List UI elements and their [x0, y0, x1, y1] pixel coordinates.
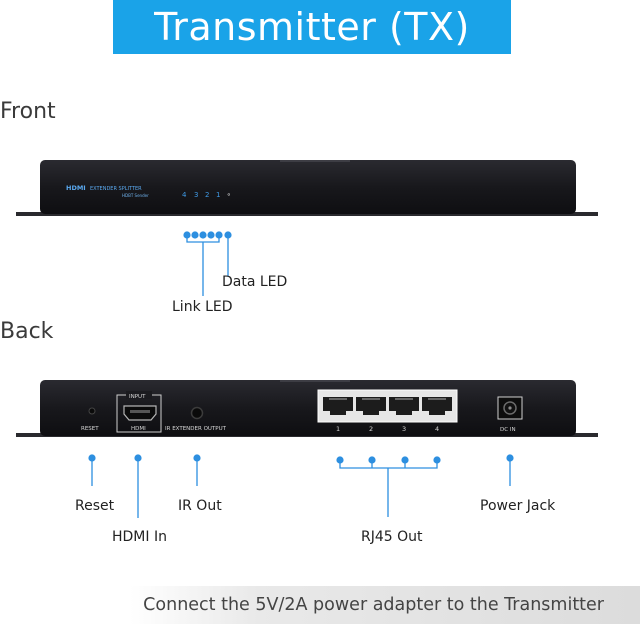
rj45-dot-2: [368, 456, 376, 464]
dc-port-label: DC IN: [500, 427, 516, 433]
footer-instruction: Connect the 5V/2A power adapter to the T…: [143, 595, 604, 615]
hdmi-input-tag: INPUT: [129, 394, 146, 400]
callout-rj45-out: RJ45 Out: [361, 529, 423, 545]
rj45-port-number-1: 1: [336, 425, 340, 433]
front-led-number-4: 4: [182, 191, 187, 199]
link-led-dot-1: [207, 231, 215, 239]
rj45-bracket: [339, 460, 438, 517]
front-callout-dots: [183, 231, 232, 239]
reset-port-label: RESET: [81, 426, 99, 432]
front-led-number-2: 2: [205, 191, 209, 199]
page-title: Transmitter (TX): [154, 5, 470, 49]
front-top-highlight: [280, 160, 350, 162]
back-device: RESET INPUT HDMI IR EXTENDER OUTPUT 1: [16, 380, 598, 437]
section-label-back: Back: [0, 319, 54, 344]
front-data-led-symbol: ⚬: [226, 191, 232, 199]
hdmi-port-contacts: [130, 410, 150, 413]
back-device-body: [40, 380, 576, 436]
back-top-highlight: [280, 380, 350, 382]
rj45-port-2: [356, 397, 386, 415]
callout-data-led: Data LED: [222, 274, 288, 290]
hdmi-in-dot: [134, 454, 142, 462]
section-label-front: Front: [0, 99, 56, 124]
front-subline: HDBT Sender: [122, 193, 149, 198]
reset-hole: [88, 407, 96, 415]
back-callout-lines: [91, 458, 511, 518]
footer-banner: Connect the 5V/2A power adapter to the T…: [130, 586, 640, 624]
rj45-port-3: [389, 397, 419, 415]
power-jack-dot: [506, 454, 514, 462]
rj45-port-4: [422, 397, 452, 415]
back-callout-dots: [88, 454, 514, 464]
data-led-dot: [224, 231, 232, 239]
link-led-dot-4: [183, 231, 191, 239]
rj45-port-number-2: 2: [369, 425, 373, 433]
link-led-dot-3: [191, 231, 199, 239]
ir-out-dot: [193, 454, 201, 462]
callout-ir-out: IR Out: [178, 498, 222, 514]
title-banner: Transmitter (TX): [113, 0, 511, 54]
link-led-dot-end: [215, 231, 223, 239]
callout-reset: Reset: [75, 498, 115, 514]
front-device: HDMI EXTENDER SPLITTER HDBT Sender 4 3 2…: [16, 160, 598, 216]
rj45-dot-3: [401, 456, 409, 464]
ir-port-label: IR EXTENDER OUTPUT: [165, 426, 227, 432]
front-device-body: [40, 160, 576, 214]
reset-dot: [88, 454, 96, 462]
dc-jack-pin: [508, 406, 512, 410]
callout-hdmi-in: HDMI In: [112, 529, 167, 545]
hdmi-port-label: HDMI: [131, 426, 146, 432]
ir-jack-icon: [190, 406, 204, 420]
hdmi-input-tag-bg: [126, 391, 152, 399]
rj45-port-number-3: 3: [402, 425, 406, 433]
front-led-number-3: 3: [194, 191, 198, 199]
front-product-line: EXTENDER SPLITTER: [90, 186, 142, 192]
callout-power-jack: Power Jack: [480, 498, 556, 514]
rj45-port-number-4: 4: [435, 425, 439, 433]
rj45-dot-1: [336, 456, 344, 464]
callout-link-led: Link LED: [172, 299, 233, 315]
link-led-dot-2: [199, 231, 207, 239]
rj45-dot-4: [433, 456, 441, 464]
front-hdmi-logo: HDMI: [66, 184, 86, 192]
link-led-bracket: [186, 235, 220, 296]
rj45-port-1: [323, 397, 353, 415]
front-led-number-1: 1: [216, 191, 220, 199]
